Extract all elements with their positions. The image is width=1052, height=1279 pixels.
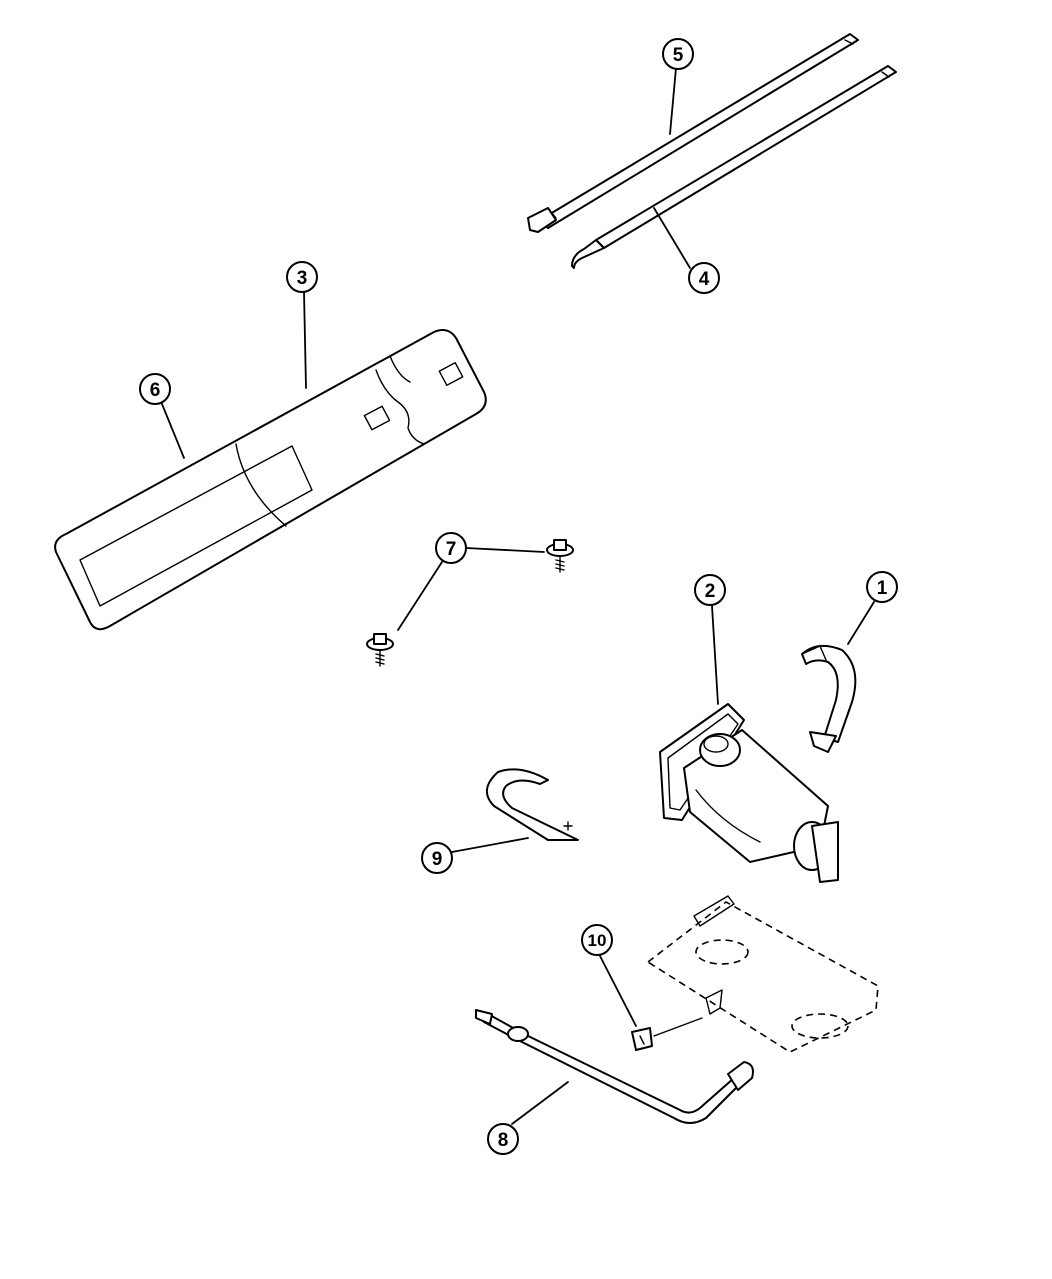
callout-label: 1 — [877, 578, 888, 599]
part-10-clip — [631, 1017, 703, 1051]
callout-10: 10 — [581, 924, 613, 956]
leader-10 — [599, 955, 637, 1027]
callout-2: 2 — [694, 574, 726, 606]
leader-3 — [303, 291, 307, 389]
leader-7b — [397, 561, 443, 631]
part-5-rod — [527, 33, 859, 233]
part-9-strap — [486, 768, 579, 841]
callout-label: 4 — [699, 269, 710, 290]
callout-label: 8 — [498, 1130, 509, 1151]
callout-label: 9 — [432, 849, 443, 870]
leader-2 — [711, 605, 719, 705]
leader-9 — [451, 837, 529, 853]
leader-8 — [511, 1081, 569, 1125]
leader-1 — [847, 601, 875, 645]
part-7-bolt-b — [366, 633, 394, 667]
tire-well — [646, 895, 879, 1053]
part-1-strap — [801, 644, 857, 753]
callout-7: 7 — [435, 532, 467, 564]
part-3-panel — [54, 329, 487, 631]
callout-6: 6 — [139, 373, 171, 405]
callout-3: 3 — [286, 261, 318, 293]
callout-label: 2 — [705, 581, 716, 602]
part-7-bolt-a — [546, 539, 574, 573]
callout-5: 5 — [662, 38, 694, 70]
leader-6 — [161, 403, 185, 459]
leader-4 — [653, 207, 691, 269]
part-2-jack — [659, 703, 839, 883]
callout-4: 4 — [688, 262, 720, 294]
callout-label: 7 — [446, 539, 457, 560]
callout-label: 6 — [150, 380, 161, 401]
callout-label: 10 — [588, 931, 607, 950]
callout-label: 5 — [673, 45, 684, 66]
leader-7a — [465, 547, 545, 553]
leader-5 — [669, 67, 677, 135]
callout-1: 1 — [866, 571, 898, 603]
callout-9: 9 — [421, 842, 453, 874]
leader-lines — [161, 67, 875, 1125]
callout-8: 8 — [487, 1123, 519, 1155]
part-8-wrench — [475, 1009, 754, 1124]
callout-label: 3 — [297, 268, 308, 289]
part-4-rod — [571, 65, 897, 269]
